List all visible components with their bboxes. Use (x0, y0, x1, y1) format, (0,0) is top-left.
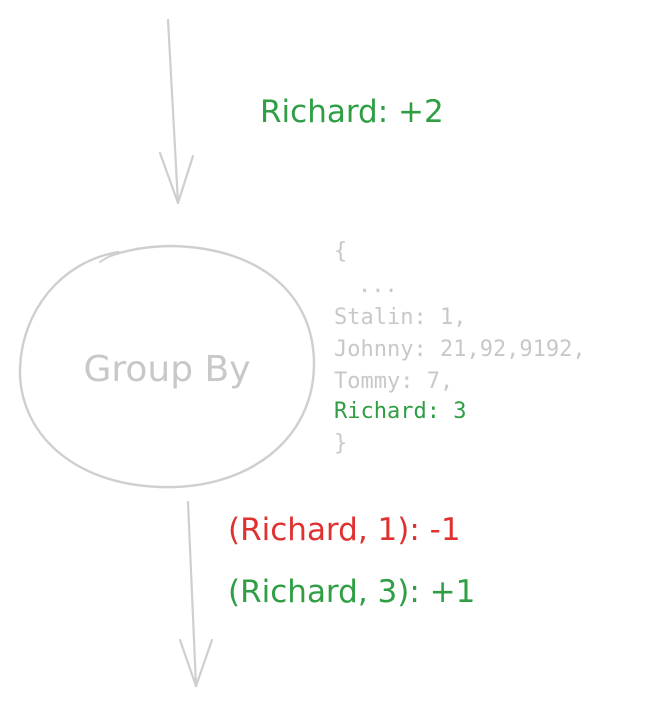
state-line: Johnny: 21,92,9192, (334, 337, 586, 362)
node-label: Group By (83, 349, 250, 390)
output-retraction-label: (Richard, 1): -1 (228, 512, 461, 548)
state-highlight-line: Richard: 3 (334, 399, 466, 424)
input-change-label: Richard: +2 (260, 94, 444, 130)
input-arrow (158, 18, 195, 205)
state-ellipsis: ... (358, 273, 398, 298)
state-open-brace: { (334, 239, 347, 264)
state-line: Stalin: 1, (334, 305, 466, 330)
state-line: Tommy: 7, (334, 369, 453, 394)
output-insertion-label: (Richard, 3): +1 (228, 574, 475, 610)
node-ellipse (18, 244, 316, 489)
output-arrow (178, 500, 214, 688)
group-by-node: Group By (18, 244, 316, 489)
state-close-brace: } (334, 431, 347, 456)
state-block: { ... Stalin: 1, Johnny: 21,92,9192, Tom… (334, 239, 586, 456)
